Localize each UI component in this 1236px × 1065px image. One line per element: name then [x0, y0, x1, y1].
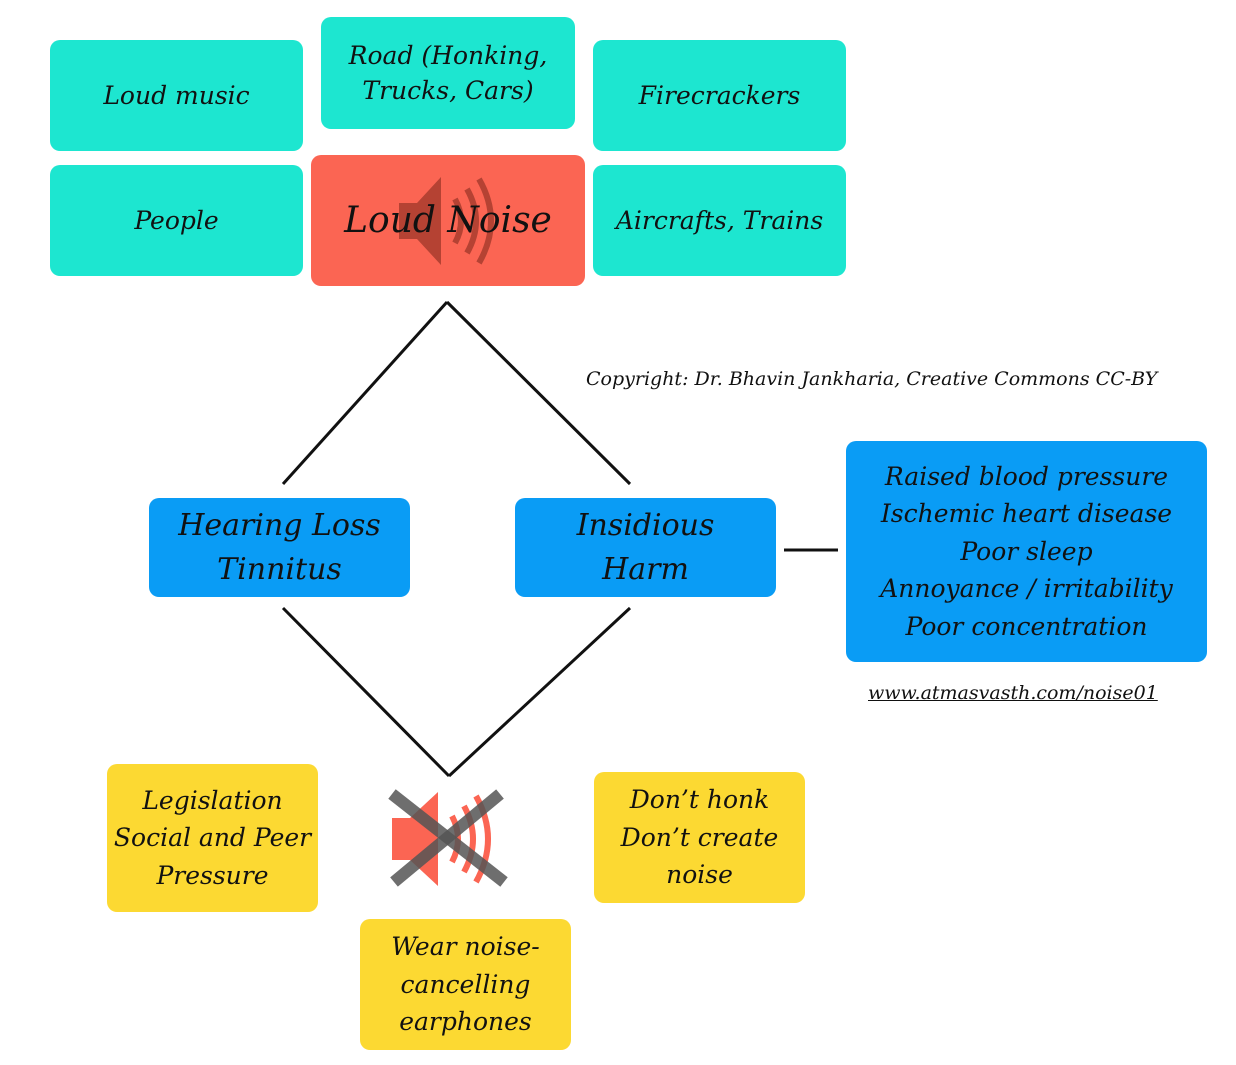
harm-details-list: Raised blood pressure Ischemic heart dis…	[880, 461, 1173, 641]
insidious-harm-label: Insidious Harm	[576, 508, 715, 587]
connector-line	[281, 606, 451, 778]
solution-dont-honk: Don’t honk Don’t create noise	[594, 772, 805, 903]
source-label: Loud music	[103, 81, 250, 110]
source-loud-music: Loud music	[50, 40, 303, 151]
source-people: People	[50, 165, 303, 276]
source-label: People	[134, 206, 219, 235]
source-road: Road (Honking, Trucks, Cars)	[321, 17, 575, 129]
source-url-link[interactable]: www.atmasvasth.com/noise01	[868, 682, 1158, 704]
loud-noise-title: Loud Noise	[344, 200, 552, 241]
source-label: Firecrackers	[638, 81, 801, 110]
solution-label: Legislation Social and Peer Pressure	[113, 785, 312, 890]
hearing-loss-box: Hearing Loss Tinnitus	[149, 498, 410, 597]
insidious-harm-box: Insidious Harm	[515, 498, 776, 597]
connector-line	[281, 300, 449, 486]
connector-line	[445, 300, 632, 486]
solution-label: Don’t honk Don’t create noise	[620, 785, 779, 890]
speaker-icon	[399, 177, 494, 265]
hearing-loss-label: Hearing Loss Tinnitus	[178, 508, 381, 587]
solution-legislation: Legislation Social and Peer Pressure	[107, 764, 318, 912]
muted-speaker-icon	[388, 789, 508, 887]
loud-noise-box: Loud Noise	[311, 155, 585, 286]
harm-details-box: Raised blood pressure Ischemic heart dis…	[846, 441, 1207, 662]
source-label: Road (Honking, Trucks, Cars)	[348, 41, 548, 105]
source-label: Aircrafts, Trains	[615, 206, 824, 235]
source-firecrackers: Firecrackers	[593, 40, 846, 151]
copyright-text: Copyright: Dr. Bhavin Jankharia, Creativ…	[586, 368, 1158, 390]
solution-earphones: Wear noise- cancelling earphones	[360, 919, 571, 1050]
connector-line	[447, 606, 632, 778]
solution-label: Wear noise- cancelling earphones	[391, 932, 540, 1037]
source-aircrafts: Aircrafts, Trains	[593, 165, 846, 276]
